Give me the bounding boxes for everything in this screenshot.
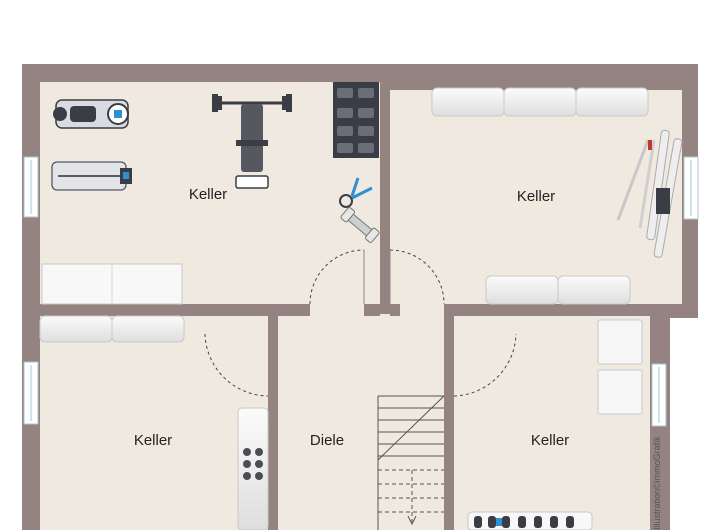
room-label-keller-right: Keller [531, 432, 569, 449]
room-label-keller-fitness: Keller [189, 186, 227, 203]
room-label-diele: Diele [310, 432, 344, 449]
door-swing-icon [204, 249, 517, 397]
room-label-keller-left: Keller [134, 432, 172, 449]
staircase-icon [377, 395, 445, 530]
storage-bench-icon [39, 315, 185, 343]
interior-walls [40, 82, 682, 530]
storage-bench-icon [485, 275, 631, 305]
skis-icon [616, 129, 683, 258]
floor-corridor [280, 300, 446, 320]
shelf-icon [237, 407, 269, 530]
illustration-credit: Illustration©immoGrafik [652, 436, 662, 530]
dumbbell-icon [340, 207, 380, 243]
weight-bench-icon [212, 94, 292, 189]
shoe-rack-icon [467, 511, 593, 530]
dumbbell-rack-icon [333, 82, 379, 158]
outside-lower-right [670, 318, 720, 530]
skipping-rope-icon [339, 177, 373, 208]
room-label-keller-ski: Keller [517, 188, 555, 205]
floor-keller-left [40, 316, 268, 530]
storage-bench-icon [431, 87, 649, 117]
exercise-bike-icon [51, 161, 132, 191]
floor-keller-ski [390, 90, 682, 304]
floor-diele [278, 316, 444, 530]
washer-icon [597, 319, 643, 415]
cabinet-icon [41, 263, 183, 305]
exercise-bike-icon [53, 99, 129, 129]
